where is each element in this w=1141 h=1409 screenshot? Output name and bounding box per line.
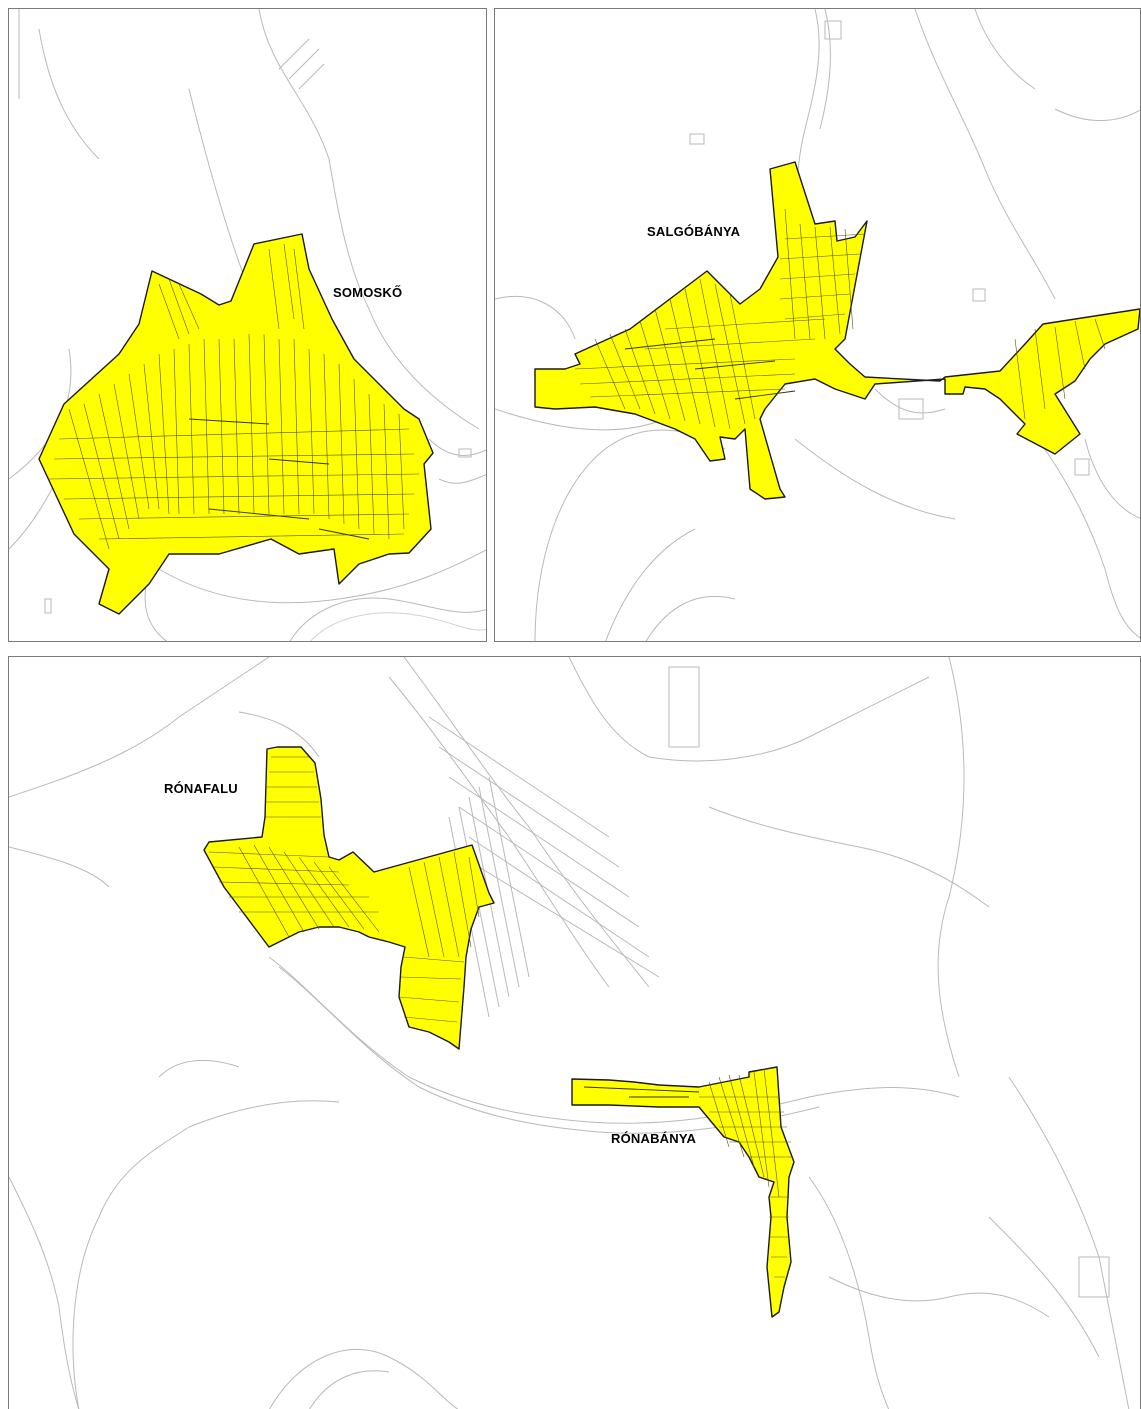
map-canvas-somosko [9, 9, 486, 641]
map-panel-ronafalu-ronabanya: RÓNAFALU RÓNABÁNYA [8, 656, 1141, 1409]
background-road-network [9, 657, 1130, 1409]
parcel-lines-bottom [208, 756, 792, 1278]
map-canvas-salgobanya [495, 9, 1140, 641]
settlement-area-salgobanya [534, 161, 1140, 500]
map-canvas-ronafalu-ronabanya [9, 657, 1130, 1409]
settlement-area-ronabanya [571, 1066, 795, 1318]
settlement-label-ronafalu: RÓNAFALU [164, 781, 238, 796]
parcel-lines-salgobanya [574, 208, 1106, 430]
settlement-area-ronafalu [203, 746, 495, 1050]
settlement-label-somosko: SOMOSKŐ [333, 285, 403, 300]
settlement-label-ronabanya: RÓNABÁNYA [611, 1131, 697, 1146]
settlement-area-somosko [38, 233, 434, 615]
background-road-network [9, 9, 486, 641]
settlement-label-salgobanya: SALGÓBÁNYA [647, 224, 741, 239]
map-panel-salgobanya: SALGÓBÁNYA [494, 8, 1141, 642]
parcel-lines-somosko [48, 243, 420, 550]
map-panel-somosko: SOMOSKŐ [8, 8, 487, 642]
